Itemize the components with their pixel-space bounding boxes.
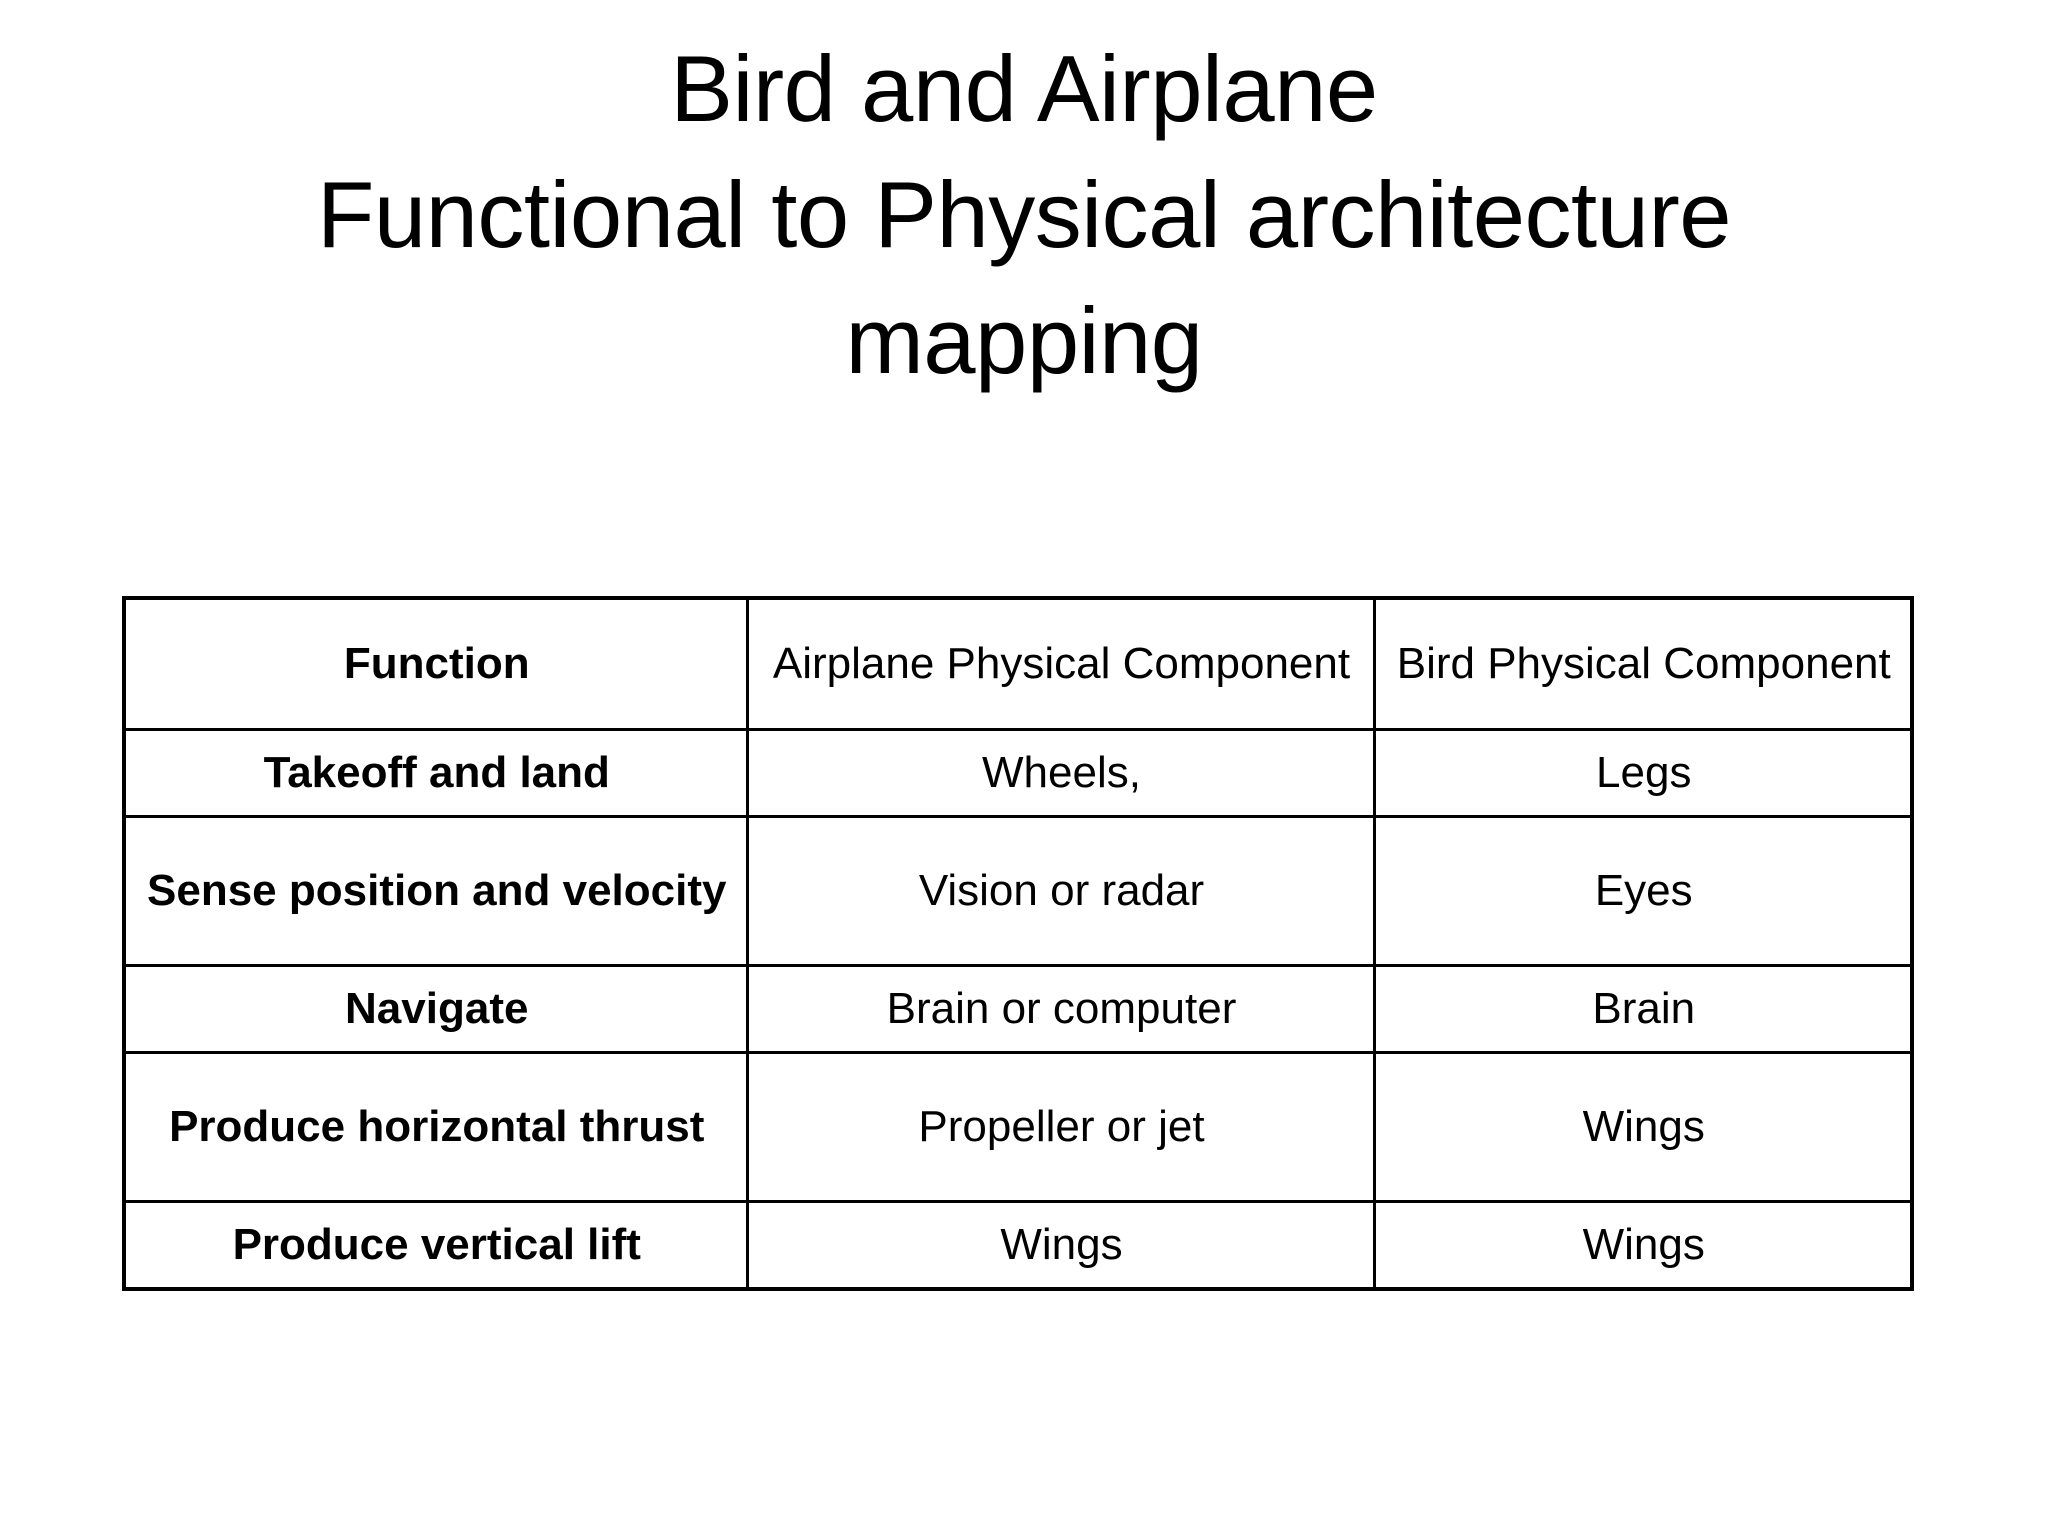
page-title: Bird and Airplane Functional to Physical… (100, 26, 1948, 404)
column-header-function-label: Function (343, 639, 530, 688)
cell-function: Sense position and velocity (122, 815, 749, 967)
cell-function-label: Navigate (345, 984, 529, 1033)
table-row: Takeoff and land Wheels, Legs (122, 728, 1914, 818)
cell-airplane-component-label: Wheels, (982, 748, 1141, 797)
table-row: Sense position and velocity Vision or ra… (122, 815, 1914, 967)
page-title-line-3: mapping (845, 288, 1203, 393)
cell-bird-component: Eyes (1372, 815, 1914, 967)
cell-function-label: Produce vertical lift (232, 1220, 641, 1269)
cell-function-label: Produce horizontal thrust (169, 1102, 705, 1151)
cell-airplane-component-label: Brain or computer (886, 984, 1237, 1033)
column-header-airplane-component: Airplane Physical Component (745, 596, 1376, 731)
cell-function-label: Takeoff and land (263, 748, 610, 797)
cell-airplane-component: Brain or computer (745, 964, 1376, 1054)
cell-function: Takeoff and land (122, 728, 749, 818)
column-header-airplane-component-label: Airplane Physical Component (772, 639, 1351, 688)
cell-airplane-component: Vision or radar (745, 815, 1376, 967)
table-row: Produce vertical lift Wings Wings (122, 1200, 1914, 1291)
cell-bird-component: Wings (1372, 1051, 1914, 1203)
column-header-bird-component: Bird Physical Component (1372, 596, 1914, 731)
cell-bird-component-label: Wings (1582, 1102, 1705, 1151)
cell-bird-component-label: Eyes (1594, 866, 1693, 915)
table-header-row: Function Airplane Physical Component Bir… (122, 596, 1914, 731)
cell-airplane-component: Wheels, (745, 728, 1376, 818)
page-title-line-1: Bird and Airplane (670, 36, 1378, 141)
cell-bird-component: Wings (1372, 1200, 1914, 1291)
cell-airplane-component: Propeller or jet (745, 1051, 1376, 1203)
page-title-line-2: Functional to Physical architecture (316, 162, 1732, 267)
cell-airplane-component: Wings (745, 1200, 1376, 1291)
cell-function: Produce horizontal thrust (122, 1051, 749, 1203)
column-header-bird-component-label: Bird Physical Component (1396, 639, 1891, 688)
cell-function: Navigate (122, 964, 749, 1054)
cell-bird-component: Brain (1372, 964, 1914, 1054)
cell-airplane-component-label: Vision or radar (918, 866, 1205, 915)
table-row: Navigate Brain or computer Brain (122, 964, 1914, 1054)
cell-bird-component: Legs (1372, 728, 1914, 818)
table-row: Produce horizontal thrust Propeller or j… (122, 1051, 1914, 1203)
cell-bird-component-label: Brain (1592, 984, 1696, 1033)
mapping-table-container: Function Airplane Physical Component Bir… (122, 596, 1914, 1291)
cell-function-label: Sense position and velocity (147, 866, 727, 915)
function-to-component-table: Function Airplane Physical Component Bir… (122, 596, 1914, 1291)
cell-airplane-component-label: Propeller or jet (918, 1102, 1205, 1151)
cell-bird-component-label: Legs (1596, 748, 1692, 797)
cell-bird-component-label: Wings (1582, 1220, 1705, 1269)
cell-airplane-component-label: Wings (1000, 1220, 1123, 1269)
cell-function: Produce vertical lift (122, 1200, 749, 1291)
column-header-function: Function (122, 596, 749, 731)
